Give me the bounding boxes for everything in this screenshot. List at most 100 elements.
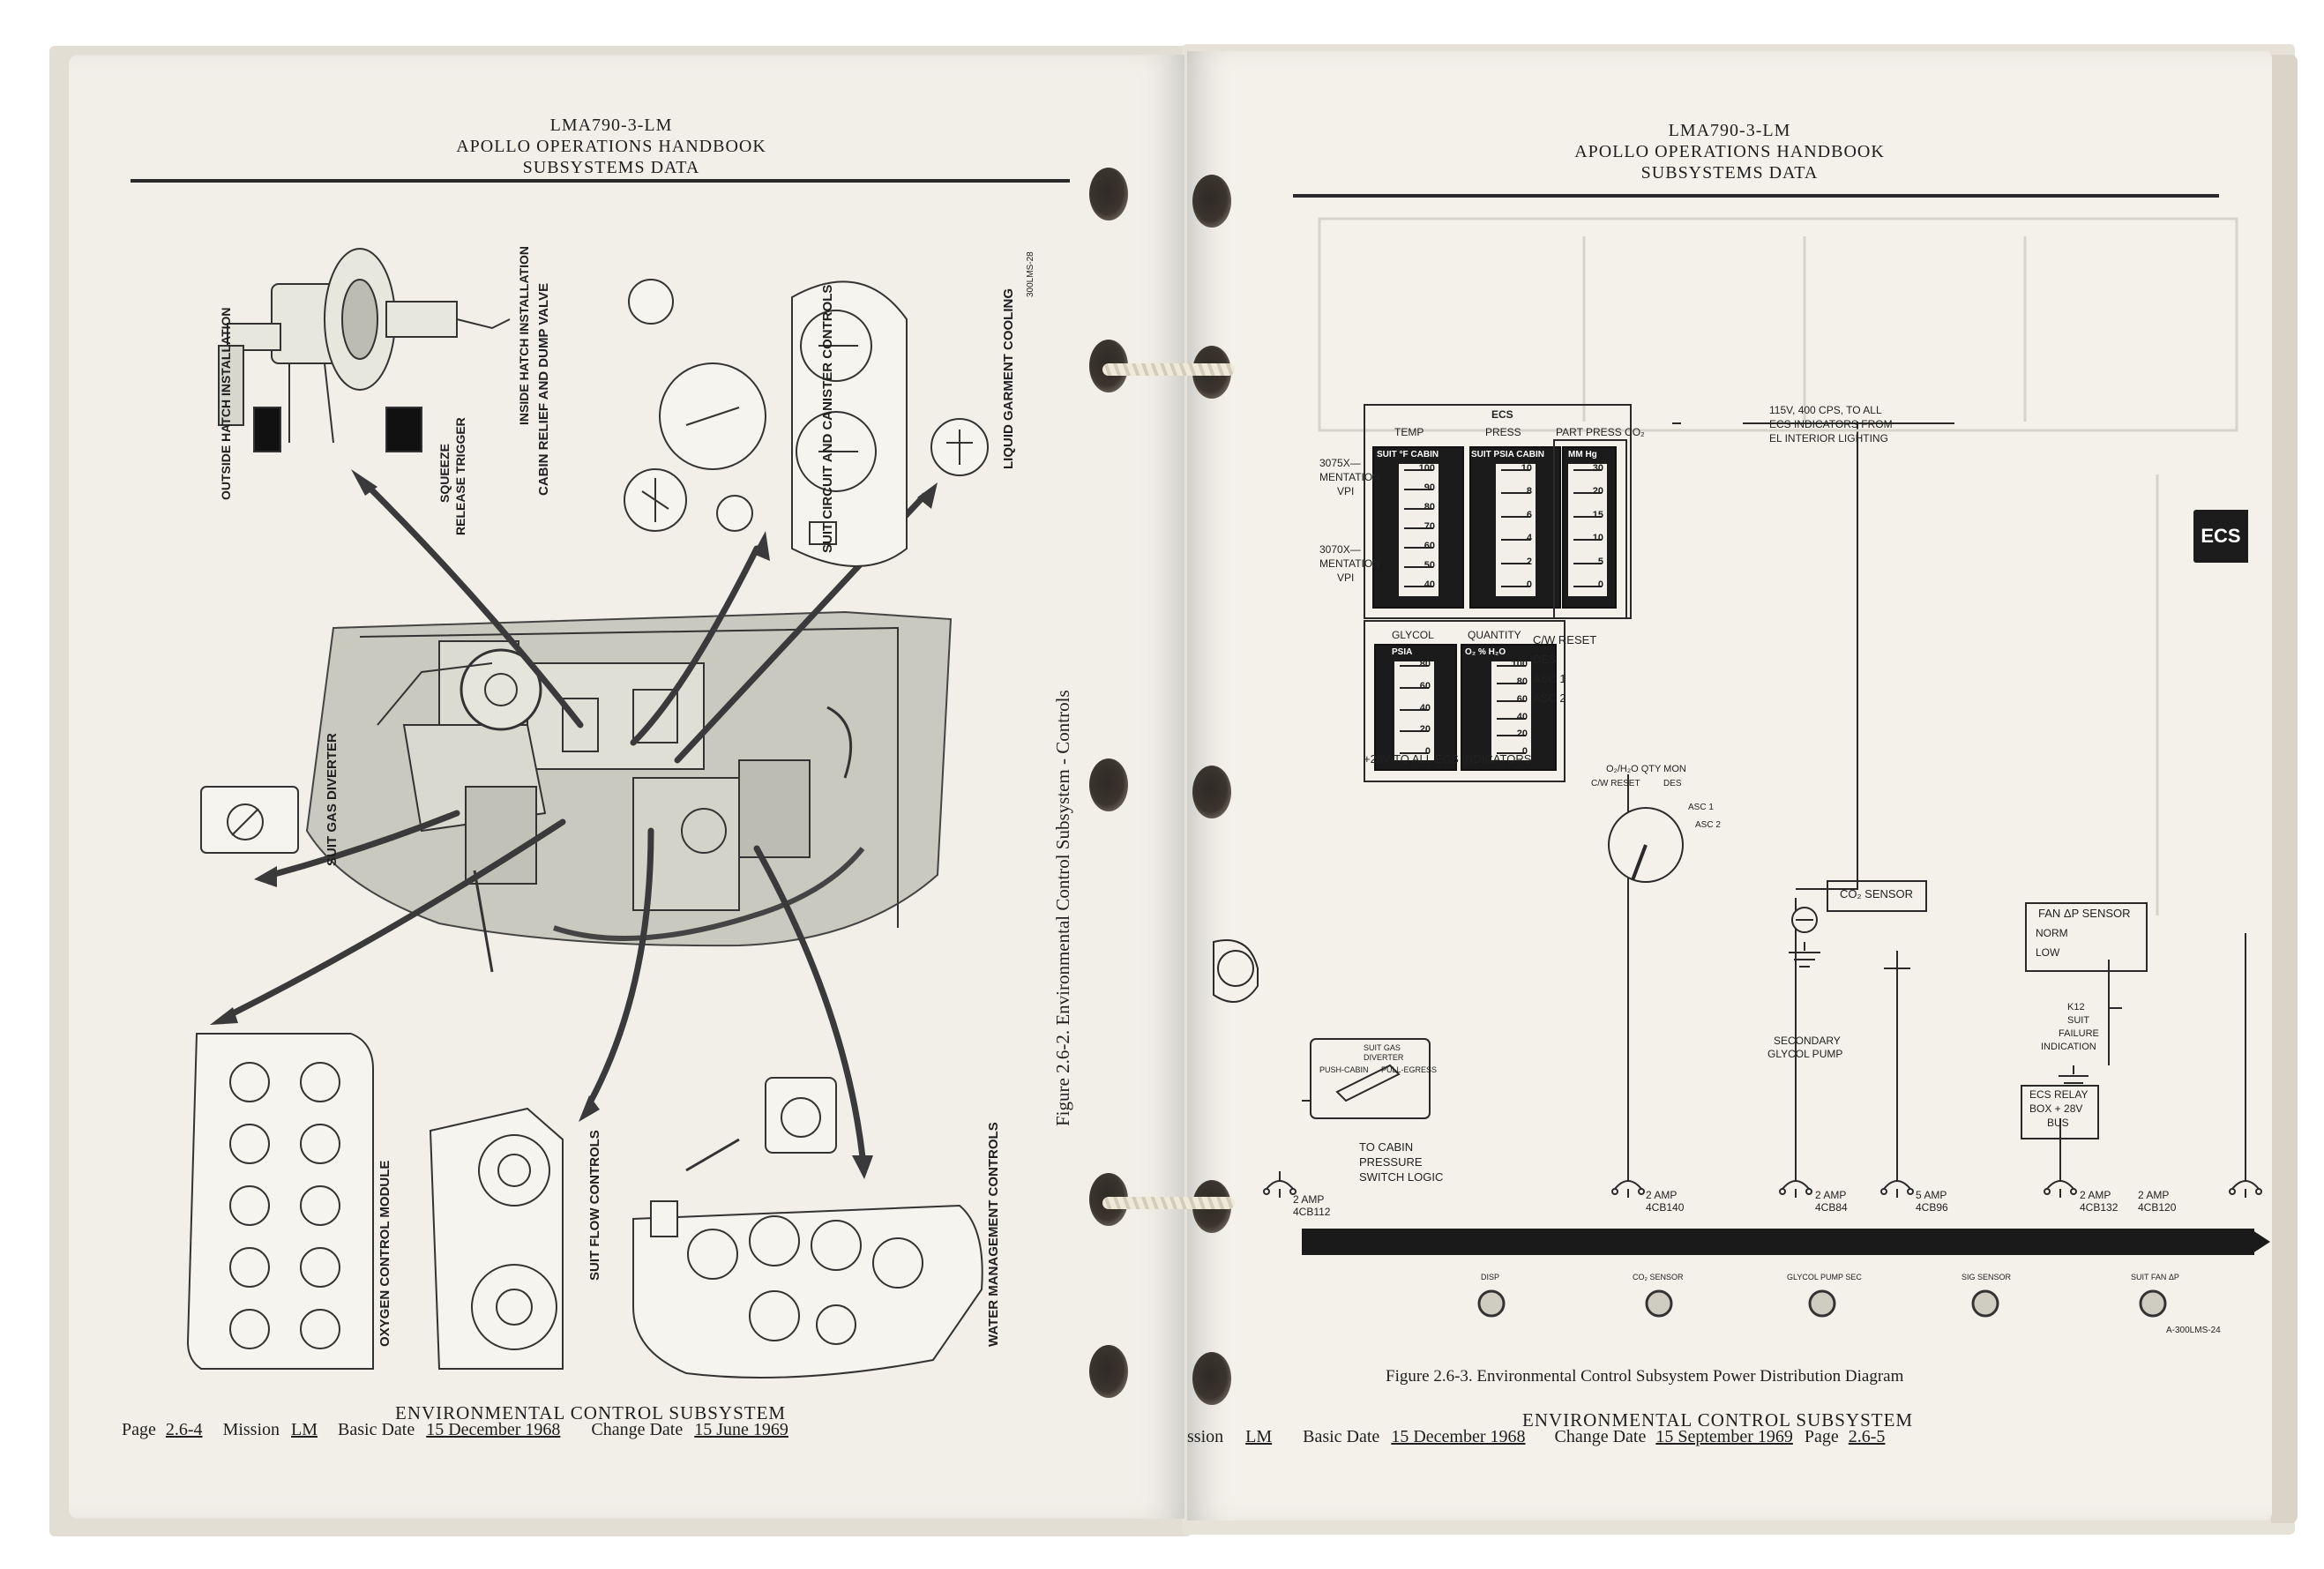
co2-indicator-box xyxy=(1553,439,1627,619)
panel-label-glycol: GLYCOL PUMP SEC xyxy=(1787,1273,1862,1281)
binder-hole xyxy=(1089,1345,1128,1398)
pull-egress: PULL-EGRESS xyxy=(1381,1065,1438,1074)
instr-b-3: VPI xyxy=(1337,572,1355,584)
scale-number: 60 xyxy=(1516,693,1528,705)
callout-suit-gas-diverter: SUIT GAS DIVERTER xyxy=(325,733,340,866)
fan-dp-sensor-label: FAN ΔP SENSOR xyxy=(2038,907,2131,920)
co2-sensor-box xyxy=(1827,880,1927,912)
scale-number: 30 xyxy=(1592,463,1603,474)
ecs-indicator-panel-bottom xyxy=(1364,620,1566,782)
power-bus-bar xyxy=(1302,1229,2254,1255)
scale-number: 4 xyxy=(1526,533,1532,544)
psia-label: PSIA xyxy=(1392,647,1413,657)
scale-number: 60 xyxy=(1419,681,1431,692)
scale-number: 40 xyxy=(1424,579,1435,590)
binder-hole xyxy=(1192,175,1231,228)
scale-tick xyxy=(1404,586,1433,587)
scale-tick xyxy=(1501,562,1530,564)
right-mission-value: LM xyxy=(1245,1427,1273,1446)
breaker-amp: 5 AMP xyxy=(1916,1189,1947,1201)
scale-tick xyxy=(1573,515,1602,518)
scale-tick xyxy=(1497,699,1526,702)
breaker-amp: 2 AMP xyxy=(2080,1189,2111,1201)
right-footer-line: ssion LM Basic Date 15 December 1968 Cha… xyxy=(1187,1427,1885,1447)
scale-tick xyxy=(1400,752,1429,755)
glycol-label: GLYCOL xyxy=(1392,629,1434,641)
breaker-4cb140: 2 AMP 4CB140 xyxy=(1646,1189,1684,1214)
k12-suit-label: SUIT xyxy=(2067,1015,2090,1026)
breaker-4cb120: 2 AMP 4CB120 xyxy=(2138,1189,2176,1214)
scale-number: 20 xyxy=(1592,486,1603,497)
suit-cabin-f-label: SUIT °F CABIN xyxy=(1377,450,1439,459)
secondary-label-2: GLYCOL PUMP xyxy=(1767,1048,1843,1060)
switch-asc2: ASC 2 xyxy=(1533,691,1566,705)
left-page-label: Page xyxy=(122,1420,156,1439)
breaker-id: 4CB112 xyxy=(1293,1206,1331,1218)
scale-tick xyxy=(1497,735,1526,737)
scale-tick xyxy=(1497,717,1526,720)
right-page: LMA790-3-LM APOLLO OPERATIONS HANDBOOK S… xyxy=(1187,51,2272,1520)
right-header-title: APOLLO OPERATIONS HANDBOOK xyxy=(1574,142,1885,161)
scale-tick xyxy=(1404,527,1433,529)
relay-label-1: ECS RELAY xyxy=(2029,1088,2089,1101)
instr-b-1: 3070X— xyxy=(1319,543,1361,556)
scale-number: 80 xyxy=(1424,501,1435,512)
qty-des: DES xyxy=(1663,779,1682,788)
suit-flow-drawing xyxy=(429,1107,564,1370)
left-change-date-label: Change Date xyxy=(591,1420,684,1439)
right-figure-caption: Figure 2.6-3. Environmental Control Subs… xyxy=(1386,1367,1904,1386)
scale-tick xyxy=(1404,508,1433,510)
breaker-id: 4CB84 xyxy=(1815,1201,1848,1214)
breaker-amp: 2 AMP xyxy=(2138,1189,2170,1201)
scale-number: 60 xyxy=(1424,541,1435,551)
scale-number: 100 xyxy=(1418,463,1435,474)
scale-number: 0 xyxy=(1526,579,1532,590)
left-figure-caption: Figure 2.6-2. Environmental Control Subs… xyxy=(1052,690,1073,1126)
panel-label-co2: CO₂ SENSOR xyxy=(1633,1273,1684,1281)
scale-tick xyxy=(1497,665,1526,668)
cabin-shading xyxy=(305,610,953,947)
outside-hatch-drawing xyxy=(218,248,511,452)
left-page: LMA790-3-LM APOLLO OPERATIONS HANDBOOK S… xyxy=(69,55,1184,1519)
callout-cabin-relief: CABIN RELIEF AND DUMP VALVE xyxy=(536,282,551,496)
right-page-edge xyxy=(2271,55,2298,1523)
scale-tick xyxy=(1501,515,1530,518)
scale-number: 0 xyxy=(1424,746,1431,758)
oxygen-module-drawing xyxy=(186,1033,374,1370)
callout-inside-hatch: INSIDE HATCH INSTALLATION xyxy=(517,246,531,425)
left-basic-date-label: Basic Date xyxy=(338,1420,415,1439)
fan-dp-sensor-box xyxy=(2025,902,2148,972)
scale-number: 0 xyxy=(1521,746,1528,758)
scale-number: 10 xyxy=(1592,533,1603,544)
scale-tick xyxy=(1400,687,1429,690)
k12-label: K12 xyxy=(2067,1002,2085,1012)
left-change-date-value: 15 June 1969 xyxy=(694,1420,788,1439)
scale-tick xyxy=(1573,586,1602,587)
breaker-4cb84: 2 AMP 4CB84 xyxy=(1815,1189,1848,1214)
scale-number: 10 xyxy=(1521,463,1532,474)
qty-asc1: ASC 1 xyxy=(1688,803,1714,812)
scale-number: 6 xyxy=(1526,509,1532,520)
to-cabin-3: SWITCH LOGIC xyxy=(1359,1170,1444,1184)
relay-label-3: BUS xyxy=(2047,1117,2069,1129)
figure-code: 300LMS-28 xyxy=(1026,251,1035,297)
k12-indication-label: INDICATION xyxy=(2041,1042,2096,1052)
switch-asc1: ASC 1 xyxy=(1533,672,1566,685)
scale-number: 100 xyxy=(1511,659,1528,670)
suit-gas-diverter-drawing xyxy=(200,786,299,854)
scale-number: 80 xyxy=(1516,676,1528,688)
instr-a-1: 3075X— xyxy=(1319,457,1361,469)
instr-a-2: MENTATION xyxy=(1319,471,1380,483)
k12-failure-label: FAILURE xyxy=(2059,1028,2099,1039)
o2-h2o-label: O₂ % H₂O xyxy=(1465,647,1506,657)
callout-release-trigger: RELEASE TRIGGER xyxy=(453,417,467,535)
left-header-subtitle: SUBSYSTEMS DATA xyxy=(522,158,700,177)
scale-number: 40 xyxy=(1419,702,1431,714)
qty-cw-reset: C/W RESET xyxy=(1591,779,1640,788)
right-basic-date-label: Basic Date xyxy=(1303,1427,1380,1446)
panel-label-suit-fan: SUIT FAN ΔP xyxy=(2131,1273,2179,1281)
power-note-2: ECS INDICATORS FROM xyxy=(1769,418,1893,430)
